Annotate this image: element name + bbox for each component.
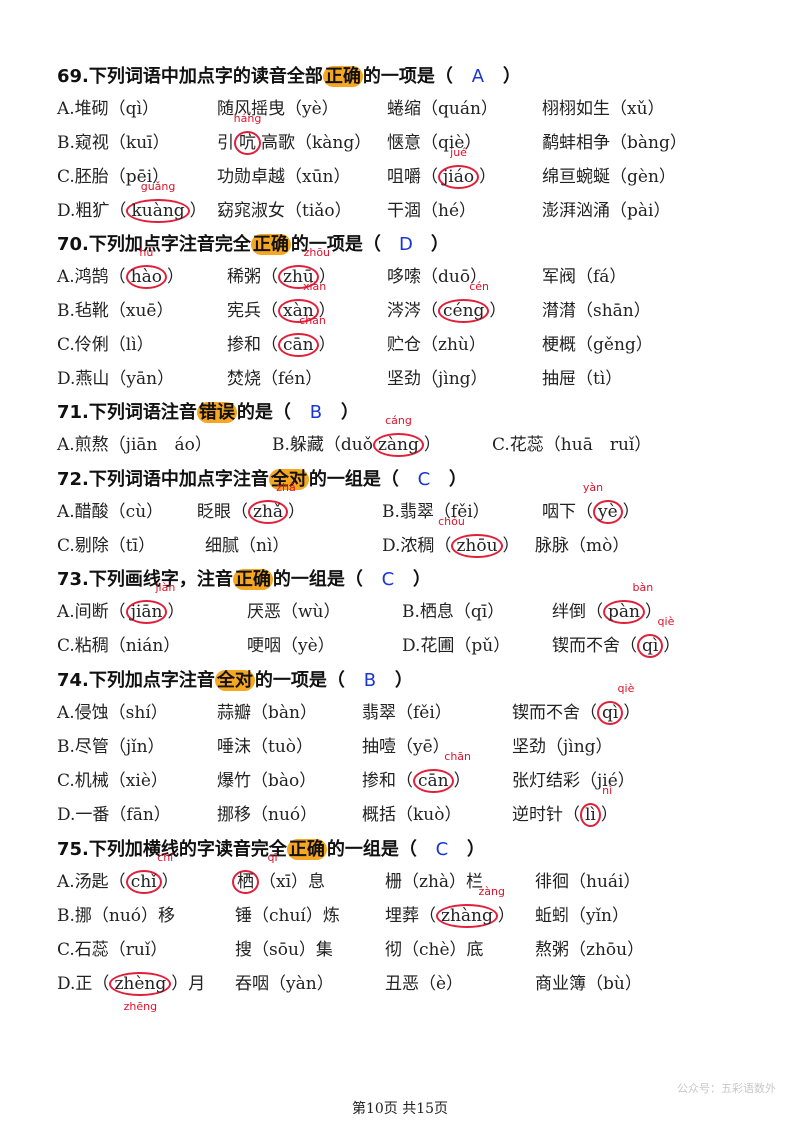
question-title: 71.下列词语注音错误的是（B） — [57, 398, 777, 428]
option-row: B.尽管（jǐn） 唾沫（tuò） 抽噎（yē） 坚劲（jìng） — [57, 737, 613, 757]
answer: C — [435, 839, 449, 860]
highlight: 全对 — [214, 670, 255, 691]
question-69: 69.下列词语中加点字的读音全部正确的一项是（A） A.堆砌（qì） 随风摇曳（… — [57, 62, 777, 228]
answer: B — [363, 670, 377, 691]
answer: C — [417, 469, 431, 490]
highlight: 正确 — [232, 569, 273, 590]
watermark: 公众号：五彩语数外 — [677, 1082, 776, 1095]
highlight: 正确 — [322, 66, 363, 87]
question-title: 69.下列词语中加点字的读音全部正确的一项是（A） — [57, 62, 777, 92]
answer: D — [398, 234, 413, 255]
answer: B — [309, 402, 323, 423]
question-title: 73.下列画线字，注音正确的一组是（C） — [57, 565, 777, 595]
question-title: 75.下列加横线的字读音完全正确的一组是（C） — [57, 835, 777, 865]
option-row: C.石蕊（ruǐ） 搜（sōu）集 彻（chè）底 熬粥（zhōu） — [57, 940, 645, 960]
page-footer: 第10页 共15页 — [351, 1101, 449, 1117]
answer: C — [381, 569, 395, 590]
highlight: 全对 — [268, 469, 309, 490]
option-row: D.燕山（yān） 焚烧（fén） 坚劲（jìng） 抽屉（tì） — [57, 369, 623, 389]
option-row: A.堆砌（qì） 随风摇曳（yè） 蜷缩（quán） 栩栩如生（xǔ） — [57, 99, 665, 119]
question-74: 74.下列加点字注音全对的一项是（B） A.侵蚀（shí） 蒜瓣（bàn） 翡翠… — [57, 666, 777, 832]
question-title: 74.下列加点字注音全对的一项是（B） — [57, 666, 777, 696]
question-title: 72.下列词语中加点字注音全对的一组是（C） — [57, 465, 777, 495]
question-title: 70.下列加点字注音完全正确的一项是（D） — [57, 230, 777, 260]
highlight: 正确 — [250, 234, 291, 255]
highlight: 错误 — [196, 402, 237, 423]
answer: A — [471, 66, 485, 87]
highlight: 正确 — [286, 839, 327, 860]
